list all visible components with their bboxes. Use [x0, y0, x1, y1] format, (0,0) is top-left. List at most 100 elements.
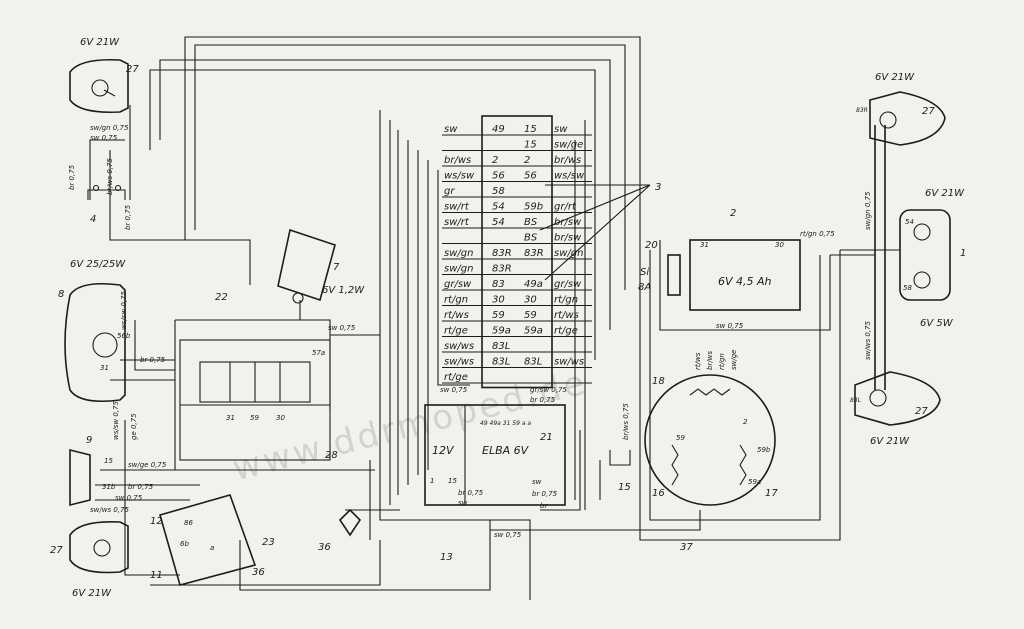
terminal-right: ws/sw — [554, 171, 585, 182]
terminal-t1: 49 — [492, 124, 505, 135]
terminal-label: 58 — [903, 284, 912, 292]
lamp-bottom-left: 27 6V 21W — [50, 520, 129, 599]
wire-label: sw 0,75 — [90, 134, 118, 142]
component-number: 1 — [960, 248, 966, 259]
terminal-t2: BS — [524, 217, 538, 228]
light-switch: 22 28 57a 31 59 30 — [179, 292, 338, 461]
lamp-rating: 6V 5W — [920, 318, 954, 329]
terminal-t2: 56 — [524, 171, 537, 182]
horn: 9 15 31b sw/ge 0,75 br 0,75 sw 0,75 sw/w… — [69, 435, 167, 514]
wire-label: br 0,75 — [68, 164, 76, 190]
component-number: 15 — [618, 482, 631, 493]
lamp-top-left: 6V 21W 27 sw/gn 0,75 sw 0,75 — [69, 37, 139, 142]
lamp-top-right: 6V 21W 27 83R sw/gn 0,75 — [856, 72, 946, 230]
lamp-rating: 6V 21W — [72, 588, 112, 599]
bulb-icon — [91, 79, 109, 97]
terminal-label: 57a — [312, 349, 325, 357]
terminal-label: 54 — [905, 218, 914, 226]
component-number: 3 — [655, 182, 661, 193]
terminal-label: 30 — [775, 241, 784, 249]
terminal-left: gr/sw — [444, 279, 472, 290]
wire-label: sw 0,75 — [115, 494, 143, 502]
component-number: 22 — [215, 292, 228, 303]
terminal-t1: 83L — [492, 357, 510, 368]
wire-label: sw/ws 0,75 — [864, 321, 872, 360]
terminal-label: 83R — [856, 107, 868, 114]
terminal-label: 2 — [743, 418, 748, 426]
wire-label: br/ws 0,75 — [106, 158, 114, 195]
wire-label: ge 0,75 — [130, 413, 138, 440]
wire-label: sw 0,75 — [328, 324, 356, 332]
speedo-lamp: 7 6V 1,2W sw 0,75 — [277, 228, 365, 332]
terminal-label: 59a — [748, 478, 761, 486]
component-number: 27 — [126, 64, 139, 75]
lamp-rating: 6V 21W — [875, 72, 915, 83]
terminal-t2: BS — [524, 233, 538, 244]
wire-label: rt/gn — [718, 353, 726, 370]
regulator-name: ELBA 6V — [482, 444, 530, 457]
harness-wires — [89, 36, 901, 600]
terminal-left: br/ws — [444, 155, 471, 166]
component-number: 11 — [150, 570, 163, 581]
terminal-right: sw — [554, 124, 568, 135]
lamp-rating: 6V 21W — [870, 436, 910, 447]
component-number: 28 — [325, 450, 338, 461]
terminal-t1: 58 — [492, 186, 505, 197]
component-number: 8 — [58, 289, 64, 300]
terminal-label: 1 — [430, 477, 434, 485]
wire-label: br — [540, 502, 548, 510]
headlamp: 6V 25/25W 8 56b 31 br 0,75 ws/sw 0,75 ws… — [58, 259, 166, 440]
bulb-icon — [93, 539, 111, 557]
terminal-t2: 2 — [524, 155, 530, 166]
bulb-icon — [879, 111, 897, 129]
terminal-t2: 15 — [524, 140, 537, 151]
terminal-t1: 30 — [492, 295, 505, 306]
terminal-t2: 49a — [524, 279, 543, 290]
wire-label: ws/sw 0,75 — [120, 291, 128, 330]
terminal-left: sw/rt — [444, 202, 470, 213]
connector-36: 36 — [318, 508, 362, 553]
lamp-bottom-right: 27 6V 21W 83L sw/ws 0,75 — [850, 321, 941, 447]
fuse-label: Si — [640, 267, 649, 278]
component-number: 2 — [730, 208, 736, 219]
wire-label: br 0,75 — [530, 396, 556, 404]
component-number: 17 — [765, 488, 778, 499]
wire-label: br 0,75 — [140, 356, 166, 364]
terminal-label: 15 — [104, 457, 113, 465]
terminal-t1: 59 — [492, 310, 505, 321]
component-number: 23 — [262, 537, 275, 548]
terminal-left: rt/ws — [444, 310, 469, 321]
terminal-t1: 83R — [492, 264, 512, 275]
terminal-t1: 54 — [492, 202, 505, 213]
ignition-switch: 12 23 11 36 86 6b a — [150, 494, 275, 586]
terminal-label: 59 — [676, 434, 685, 442]
terminal-left: rt/gn — [444, 295, 468, 306]
component-number: 12 — [150, 516, 163, 527]
wire-label: sw 0,75 — [716, 322, 744, 330]
terminal-right: rt/gn — [554, 295, 578, 306]
wire-label: br 0,75 — [532, 490, 558, 498]
terminal-label: 31 — [700, 241, 709, 249]
terminal-left: rt/ge — [444, 372, 468, 383]
component-number: 4 — [90, 214, 96, 225]
wire-label: br 0,75 — [124, 204, 132, 230]
terminal-label: a — [210, 544, 214, 552]
bulb-icon — [292, 292, 304, 304]
terminal-left: sw/gn — [444, 248, 473, 259]
bulb-icon — [913, 223, 931, 241]
terminal-label: 56b — [117, 332, 131, 340]
bulb-icon — [869, 389, 887, 407]
switch-4: br 0,75 br/ws 0,75 4 br 0,75 — [68, 158, 132, 230]
terminal-t2: 15 — [524, 124, 537, 135]
wire-label: sw — [532, 478, 542, 486]
terminal-label: 86 — [184, 519, 193, 527]
terminal-t2: 30 — [524, 295, 537, 306]
terminal-board-frame — [481, 115, 553, 389]
battery-rating: 6V 4,5 Ah — [718, 275, 772, 288]
terminal-label: 31b — [102, 483, 116, 491]
terminal-left: ws/sw — [444, 171, 475, 182]
terminal-t1: 2 — [492, 155, 498, 166]
terminal-t1: 56 — [492, 171, 505, 182]
terminal-right: br/sw — [554, 233, 582, 244]
